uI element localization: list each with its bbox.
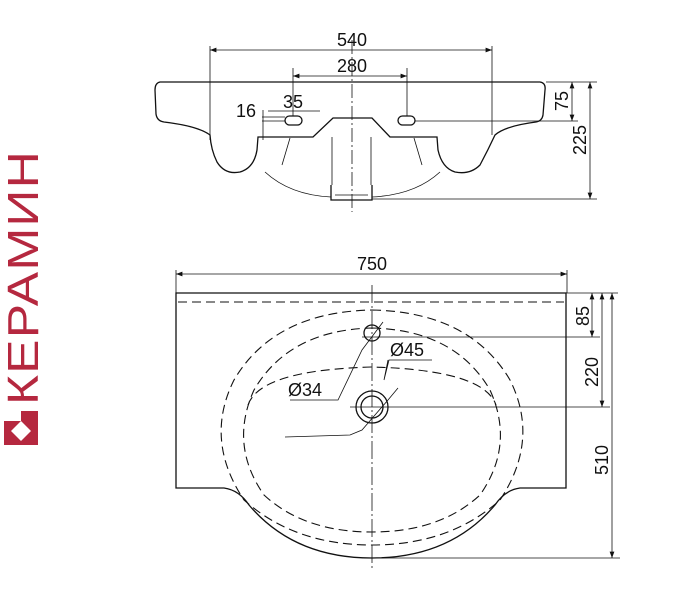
side-view: 540 280 16 35 75 225 xyxy=(154,30,597,212)
dim-35: 35 xyxy=(283,92,303,112)
dim-540: 540 xyxy=(337,30,367,50)
plan-view: 750 85 220 510 Ø45 Ø34 xyxy=(175,254,620,568)
dim-85: 85 xyxy=(573,306,593,326)
dim-16: 16 xyxy=(236,101,256,121)
bowl-bottom xyxy=(264,171,441,198)
bowl-floor-edge xyxy=(247,366,497,406)
brand-mark-icon xyxy=(4,411,38,445)
sink-side-outline xyxy=(154,81,546,174)
faucet-hole-right xyxy=(397,115,416,126)
brand-logo: КЕРАМИН xyxy=(0,150,48,445)
sink-plan-outline xyxy=(175,292,567,559)
dim-750: 750 xyxy=(357,254,387,274)
drain-outlet xyxy=(330,185,373,201)
dim-280: 280 xyxy=(337,56,367,76)
dim-510: 510 xyxy=(592,445,612,475)
dim-220: 220 xyxy=(582,357,602,387)
dim-diameter-34: Ø34 xyxy=(288,380,322,400)
dim-225: 225 xyxy=(570,125,590,155)
dim-75: 75 xyxy=(552,91,572,111)
dim-diameter-45: Ø45 xyxy=(390,340,424,360)
faucet-hole-left xyxy=(284,115,303,126)
brand-name: КЕРАМИН xyxy=(0,150,48,405)
